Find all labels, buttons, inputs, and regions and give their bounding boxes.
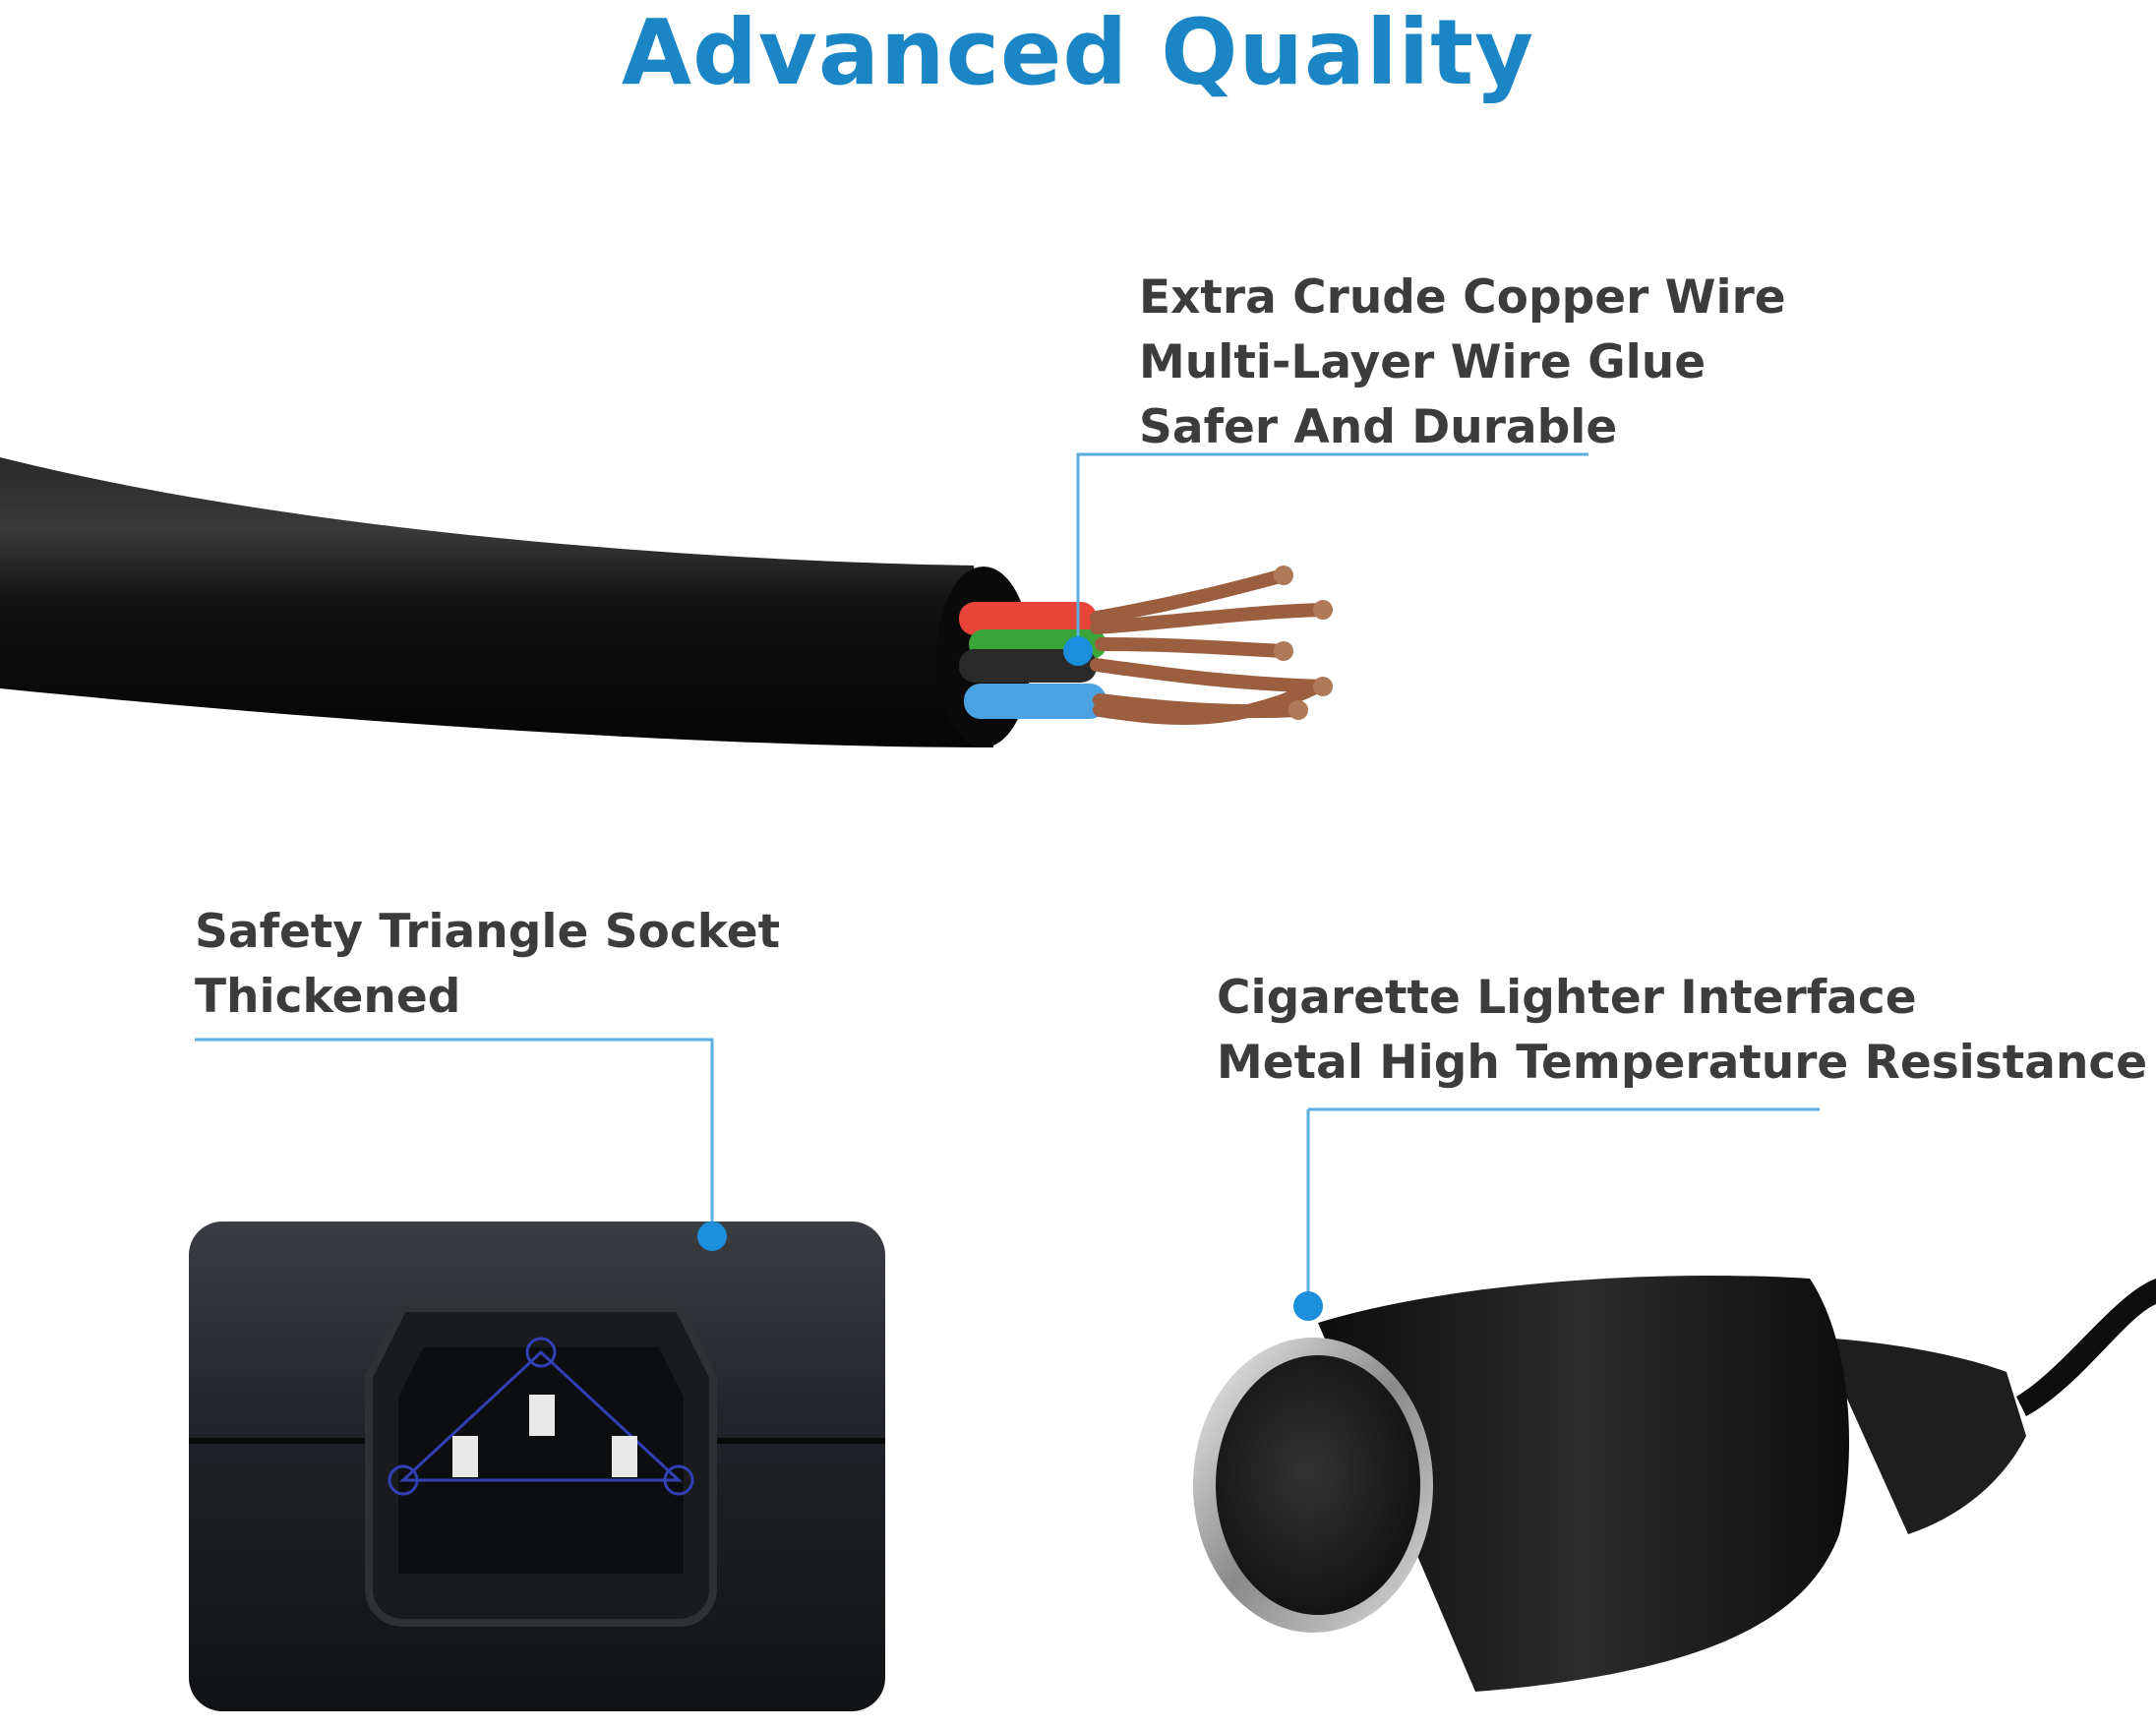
lighter-opening xyxy=(1216,1355,1420,1615)
lighter-body xyxy=(1318,1276,1849,1692)
lighter-callout-line-1: Cigarette Lighter Interface xyxy=(1217,971,1917,1025)
cigarette-lighter-socket-image xyxy=(1193,1276,2156,1692)
copper-tips xyxy=(1274,566,1333,720)
cable-callout-line-1: Extra Crude Copper Wire xyxy=(1139,270,1786,325)
socket-marker-dot xyxy=(697,1222,727,1251)
wire-blue xyxy=(964,684,1107,719)
lighter-strain-relief xyxy=(1820,1338,2026,1534)
cable-jacket xyxy=(0,457,993,747)
pin-earth xyxy=(529,1395,555,1436)
cable-leader xyxy=(1063,452,1588,666)
cable-marker-dot xyxy=(1063,636,1093,666)
triangle-overlay xyxy=(388,1337,694,1496)
socket-leader xyxy=(195,1038,727,1251)
lighter-callout-line-2: Metal High Temperature Resistance xyxy=(1217,1036,2148,1090)
pin-neutral xyxy=(612,1436,637,1477)
lighter-callout: Cigarette Lighter Interface Metal High T… xyxy=(1217,966,2147,1096)
cable-callout: Extra Crude Copper Wire Multi-Layer Wire… xyxy=(1139,266,1786,460)
wire-black xyxy=(959,649,1097,683)
wire-red xyxy=(959,602,1097,635)
socket-cavity xyxy=(398,1347,684,1574)
lighter-leader xyxy=(1293,1107,1820,1321)
pin-live xyxy=(452,1436,478,1477)
socket-callout: Safety Triangle Socket Thickened xyxy=(195,900,780,1030)
socket-callout-line-1: Safety Triangle Socket xyxy=(195,905,781,959)
page-title: Advanced Quality xyxy=(621,0,1535,105)
copper-strands xyxy=(1090,568,1330,725)
socket-callout-line-2: Thickened xyxy=(195,970,461,1024)
iec-c14-socket-image xyxy=(189,1222,885,1711)
stripped-cable-image xyxy=(0,457,1333,747)
cable-callout-line-3: Safer And Durable xyxy=(1139,400,1618,454)
lighter-marker-dot xyxy=(1293,1291,1323,1321)
cable-callout-line-2: Multi-Layer Wire Glue xyxy=(1139,335,1707,389)
lighter-cord xyxy=(2016,1279,2156,1416)
